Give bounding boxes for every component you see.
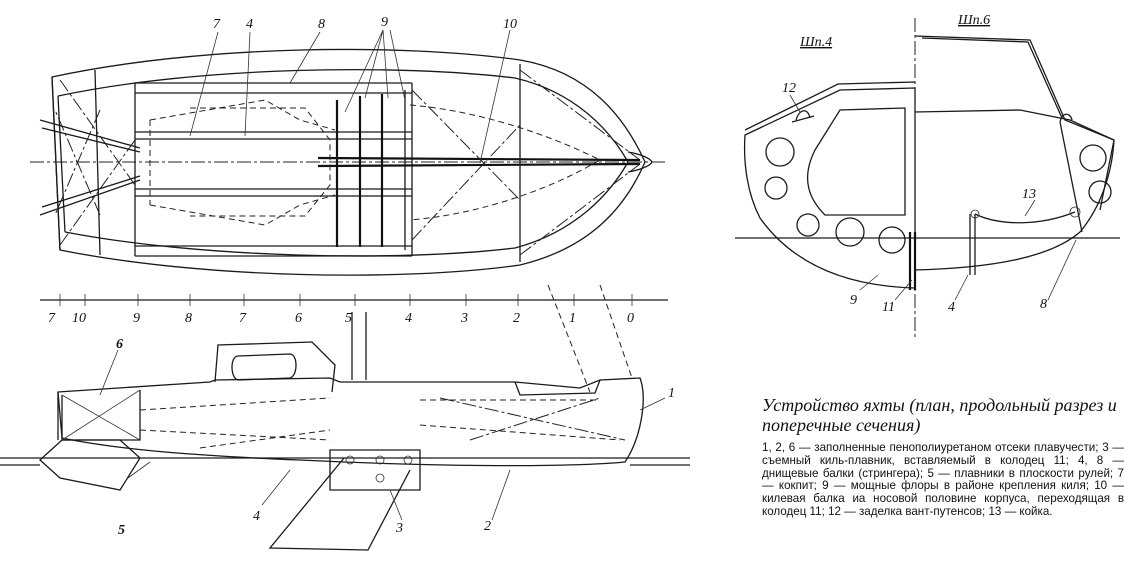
keel-bolt-3 [403,455,413,465]
profile-leaders [99,349,666,521]
station-label-6: 6 [295,311,302,326]
frame4-cutout [806,107,906,216]
plan-transom-line [51,76,61,251]
section-label-11: 11 [882,300,895,315]
chainplate-right [1059,113,1073,123]
keel-bolt-2 [375,455,385,465]
frame6-web [1059,121,1115,233]
station-label-5: 5 [345,311,352,326]
bow-station-dash-2 [599,284,633,379]
cockpit-outline [134,83,413,256]
berth-13 [974,211,1076,224]
frame6-cabin [921,37,1063,119]
plan-diagonals [54,69,641,256]
plan-label-10: 10 [503,17,517,32]
plan-deck-edge [57,69,629,257]
section-label-13: 13 [1022,187,1036,202]
frame4-hole-2 [764,176,788,200]
keel-bolt-1 [345,455,355,465]
stern-fin-upper [39,119,141,153]
plan-view: 7 4 8 9 10 [30,15,668,276]
section-label-9: 9 [850,293,857,308]
waterline [0,457,690,466]
section-label-4: 4 [948,300,955,315]
profile-label-4: 4 [253,509,260,524]
frame4-hole-5 [878,226,906,254]
mast-stub [351,312,367,380]
keel-beam [317,156,641,168]
frame6-hole-1 [1079,144,1107,172]
profile-interior-dash [139,397,621,449]
plan-label-4: 4 [246,17,253,32]
keel-bolt-4 [375,473,385,483]
station-label-8: 8 [185,311,192,326]
frame4-deck [744,81,916,131]
chainplate-12 [791,110,815,123]
profile-label-2: 2 [484,519,491,534]
frame6-deck [914,35,1115,141]
cockpit-coaming [514,379,601,396]
plan-leaders [189,29,511,164]
section-label-12: 12 [782,81,796,96]
station-label-10: 10 [72,311,86,326]
frame4-hole-1 [765,137,795,167]
figure-caption: Устройство яхты (план, продольный разрез… [762,395,1124,519]
profile-diagonals [439,397,626,441]
profile-label-3: 3 [395,521,403,536]
cockpit-bench-upper [135,131,412,140]
station-label-7a: 7 [48,311,56,326]
station-label-1: 1 [569,311,576,326]
profile-label-1: 1 [668,386,675,401]
stringer-4-section [969,214,976,275]
station-label-2: 2 [513,311,520,326]
inner-contour [190,107,331,217]
frame6-outline [914,109,1115,271]
cabin-window [231,353,297,381]
profile-label-6: 6 [116,337,123,352]
profile-label-5: 5 [118,523,125,538]
keel-fin [268,457,411,551]
stringer-lower [135,245,412,257]
station-label-7b: 7 [239,311,247,326]
profile-hull-outline [57,377,644,467]
plan-hull-outline [51,48,646,276]
station-label-4: 4 [405,311,412,326]
stringer-upper [135,82,412,94]
station-label-9: 9 [133,311,140,326]
plan-label-8: 8 [318,17,325,32]
caption-legend: 1, 2, 6 — заполненные пенополиуретаном о… [762,441,1124,518]
profile-view: 6 1 5 4 3 2 [0,284,690,551]
station-label-0: 0 [627,311,634,326]
frame4-hole-3 [796,213,820,237]
stern-fin-lower [39,175,141,216]
keel-well-11 [908,232,917,290]
plan-transom-inner [57,95,66,233]
aft-compartment [61,390,141,441]
bow-station-dash-1 [547,284,591,393]
aft-compartment-cross [61,389,141,441]
cabin-outline [214,341,336,393]
section-leaders [789,94,1077,301]
station-scale: 7 10 9 8 7 6 5 4 3 2 1 0 [40,294,668,326]
cross-sections: Шп.4 Шп.6 12 13 9 11 4 8 [735,13,1120,340]
frame4-outline [743,87,916,289]
plan-label-7: 7 [213,17,221,32]
plan-label-9: 9 [381,15,388,30]
foredeck-contour [409,104,602,221]
frame-left-title: Шп.4 [799,35,832,50]
section-label-8: 8 [1040,297,1047,312]
keel-case [329,449,421,491]
frame6-hole-2 [1088,180,1112,204]
cockpit-bench-lower [135,188,412,197]
frame-right-title: Шп.6 [957,13,990,28]
frame4-hole-4 [835,217,865,247]
stern-bulkhead [94,69,101,256]
berth-mount-right [1069,206,1081,218]
caption-title: Устройство яхты (план, продольный разрез… [762,395,1117,435]
bow-tip [627,151,653,173]
station-ticks [59,294,633,306]
station-label-3: 3 [460,311,468,326]
